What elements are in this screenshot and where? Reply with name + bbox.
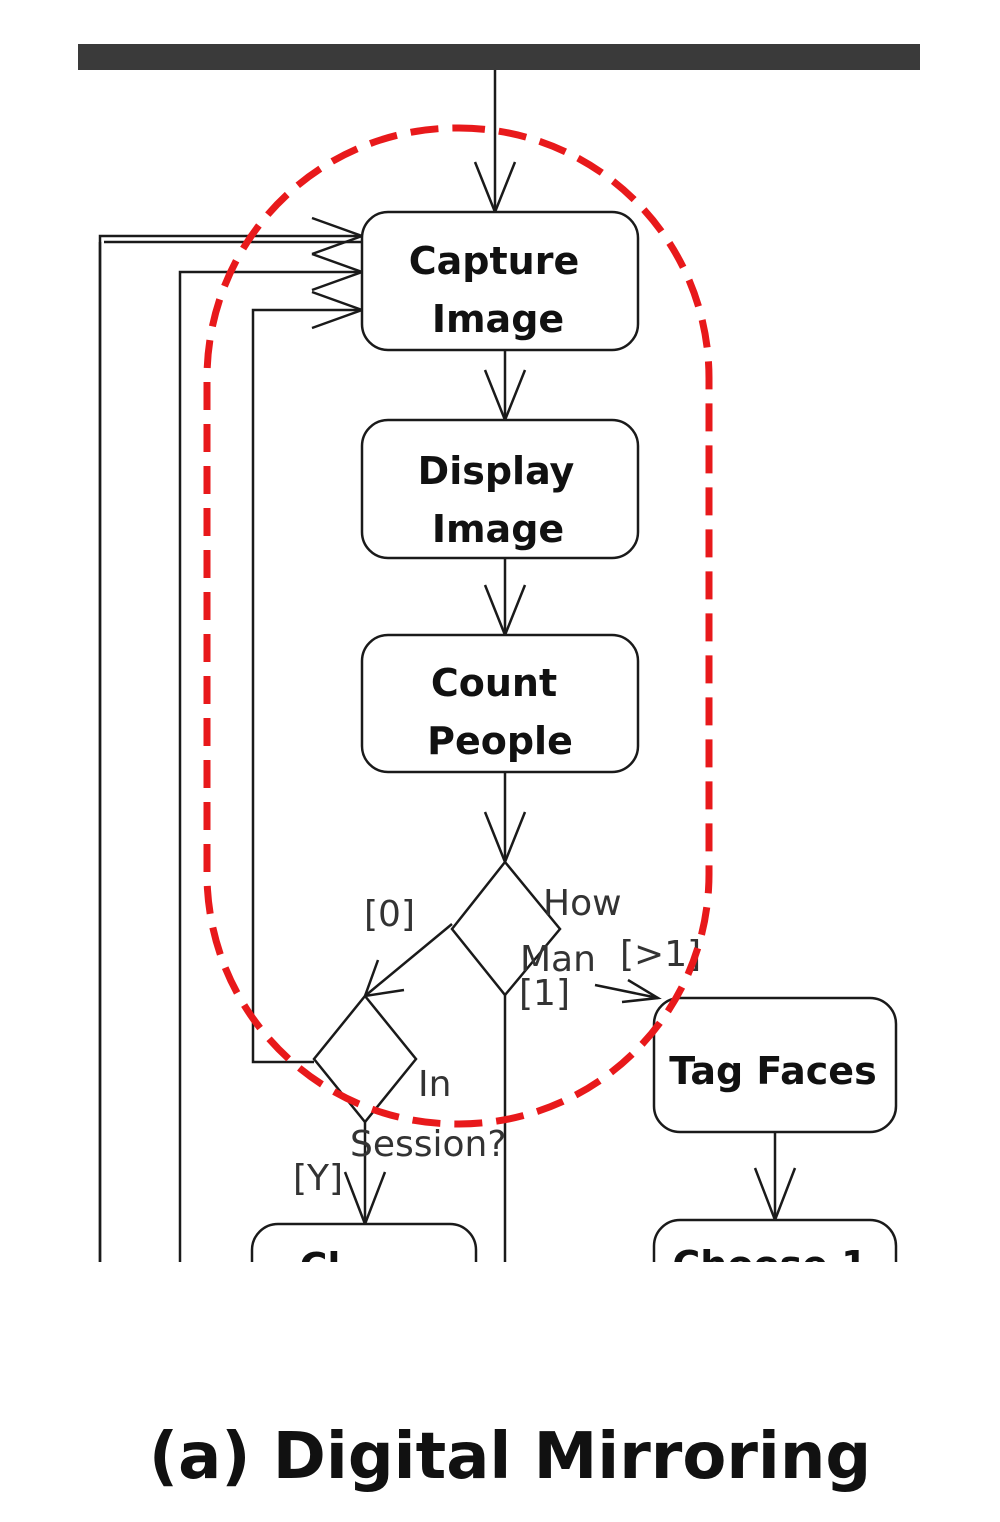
decision-in-session — [312, 994, 418, 1124]
choose-label: Choose 1 — [672, 1243, 867, 1287]
flow-lines — [98, 70, 797, 1262]
capture-label-2: Image — [432, 297, 564, 341]
count-label-2: People — [427, 719, 573, 763]
tag-faces-label: Tag Faces — [669, 1049, 876, 1093]
decision-how-label-2: Man — [520, 939, 596, 980]
action-capture-image: Capture Image — [360, 210, 640, 352]
action-tag-faces: Tag Faces — [652, 996, 898, 1134]
highlight-region — [203, 124, 713, 1128]
display-label-2: Image — [432, 507, 564, 551]
fork-bar — [78, 44, 920, 70]
decision-how-label-1: How — [543, 883, 622, 924]
action-clear-partial: Cl — [250, 1222, 478, 1289]
figure-caption: (a) Digital Mirroring — [149, 1420, 871, 1494]
decision-in-label-2: Session? — [350, 1124, 506, 1165]
action-display-image: Display Image — [360, 418, 640, 560]
action-count-people: Count People — [360, 633, 640, 774]
guard-zero: [0] — [364, 894, 415, 935]
decision-how-many — [450, 860, 562, 997]
guard-one: [1] — [519, 973, 570, 1014]
guard-yes: [Y] — [293, 1158, 343, 1199]
display-label-1: Display — [418, 449, 575, 493]
capture-label-1: Capture — [409, 239, 579, 283]
count-label-1: Count — [431, 661, 557, 705]
decision-in-label-1: In — [418, 1064, 451, 1105]
action-choose-partial: Choose 1 — [652, 1218, 898, 1287]
clear-label: Cl — [300, 1245, 341, 1289]
